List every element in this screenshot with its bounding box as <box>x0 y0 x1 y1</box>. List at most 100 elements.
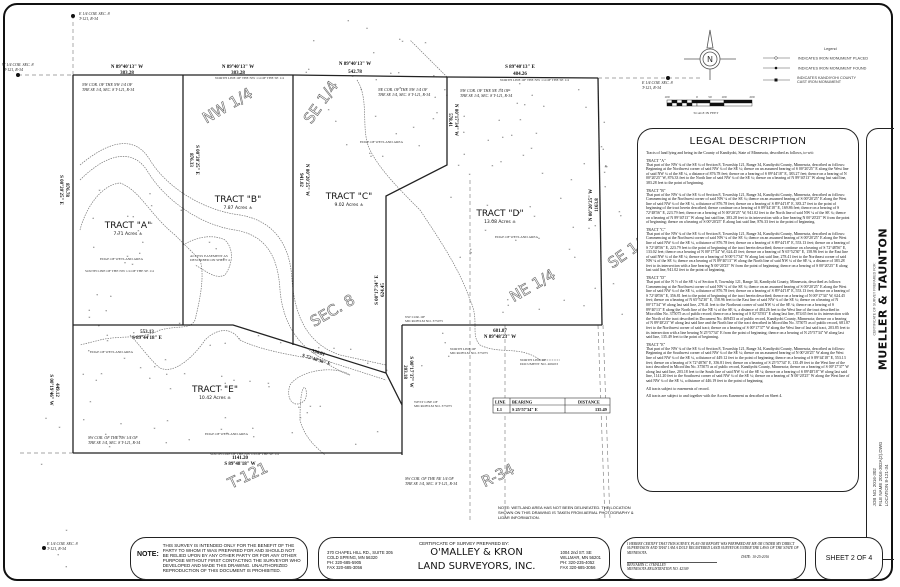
wetland-tree-symbol: * <box>402 40 404 45</box>
svg-text:SW COR. OF THE NE 1/4 OF: SW COR. OF THE NE 1/4 OF <box>405 476 454 481</box>
wetland-tree-symbol: * <box>470 251 472 256</box>
svg-text:E 1/4 COR. SEC. 8: E 1/4 COR. SEC. 8 <box>46 541 78 546</box>
svg-text:NW COR. OF THE NW 1/4 OF: NW COR. OF THE NW 1/4 OF <box>81 82 133 87</box>
svg-text:LINE: LINE <box>495 400 506 405</box>
wetland-tree-symbol: * <box>165 358 167 363</box>
svg-text:S 89°48'18" W: S 89°48'18" W <box>224 462 255 467</box>
wetland-tree-symbol: * <box>335 120 337 125</box>
wetland-tree-symbol: * <box>142 241 144 246</box>
wetland-tree-symbol: * <box>507 303 509 308</box>
office-cold-spring: 370 CHAPEL HILL RD., SUITE 305 COLD SPRI… <box>327 549 393 571</box>
wetland-tree-symbol: * <box>92 216 94 221</box>
file-name: FILE NAME 2016-302A(2).DWG <box>877 441 883 507</box>
svg-text:WEST LINE OF: WEST LINE OF <box>414 400 438 404</box>
svg-text:EDGE OF WETLAND AREA: EDGE OF WETLAND AREA <box>90 350 133 354</box>
svg-text:S 89°40'13" E: S 89°40'13" E <box>505 65 535 70</box>
wetland-tree-symbol: * <box>66 529 68 534</box>
wetland-tree-symbol: * <box>134 335 136 340</box>
wetland-tree-symbol: * <box>120 422 122 427</box>
wetland-tree-symbol: * <box>538 236 540 241</box>
wetland-tree-symbol: * <box>167 419 169 424</box>
wetland-tree-symbol: * <box>224 341 226 346</box>
wetland-tree-symbol: * <box>319 405 321 410</box>
wetland-tree-symbol: * <box>491 164 493 169</box>
wetland-tree-symbol: * <box>613 282 615 287</box>
line-tract-e-north <box>73 324 387 374</box>
scale-segment <box>676 99 683 104</box>
wetland-tree-symbol: * <box>309 405 311 410</box>
svg-text:BEARING: BEARING <box>512 400 533 405</box>
wetland-edge-b <box>182 236 232 277</box>
svg-text:N 89°40'13" W: N 89°40'13" W <box>339 62 371 67</box>
wetland-tree-symbol: * <box>399 38 401 43</box>
wetland-tree-symbol: * <box>149 192 151 197</box>
svg-text:SCALE IN FEET: SCALE IN FEET <box>694 111 720 115</box>
wetland-tree-symbol: * <box>252 427 254 432</box>
legal-tract-label: TRACT "A" <box>646 158 666 163</box>
wetland-tree-symbol: * <box>366 27 368 32</box>
wetland-tree-symbol: * <box>604 171 606 176</box>
iron-monument-found <box>16 73 20 77</box>
wetland-tree-symbol: * <box>132 262 134 267</box>
wetland-tree-symbol: * <box>434 96 436 101</box>
wetland-tree-symbol: * <box>59 425 61 430</box>
wetland-tree-symbol: * <box>518 284 520 289</box>
wetland-tree-symbol: * <box>578 88 580 93</box>
svg-text:135.49: 135.49 <box>595 407 607 412</box>
wetland-tree-symbol: * <box>572 225 574 230</box>
wetland-tree-symbol: * <box>524 103 526 108</box>
wetland-tree-symbol: * <box>621 312 623 317</box>
location: LOCATION 8-121-34 <box>883 464 889 507</box>
note-box: NOTE: THIS SURVEY IS INTENDED ONLY FOR T… <box>130 537 308 580</box>
wetland-tree-symbol: * <box>267 382 269 387</box>
wetland-tree-symbol: * <box>538 308 540 313</box>
wetland-tree-symbol: * <box>330 90 332 95</box>
svg-text:NE 1/4: NE 1/4 <box>507 265 559 305</box>
svg-text:E 1/4 COR. SEC. 8: E 1/4 COR. SEC. 8 <box>78 11 110 16</box>
line-tract-c-east <box>385 77 448 373</box>
wetland-tree-symbol: * <box>516 101 518 106</box>
svg-text:DESCRIBED ON SHEET 4: DESCRIBED ON SHEET 4 <box>190 258 230 262</box>
wetland-tree-symbol: * <box>268 385 270 390</box>
wetland-tree-symbol: * <box>65 565 67 570</box>
wetland-tree-symbol: * <box>99 188 101 193</box>
wetland-tree-symbol: * <box>170 387 172 392</box>
svg-text:T-121, R-34: T-121, R-34 <box>642 85 661 91</box>
wetland-tree-symbol: * <box>101 372 103 377</box>
svg-text:ACCESS EASEMENT AS: ACCESS EASEMENT AS <box>190 254 228 258</box>
wetland-tree-symbol: * <box>165 441 167 446</box>
wetland-tree-symbol: * <box>350 348 352 353</box>
tract-c-label: TRACT "C" <box>325 192 373 202</box>
wetland-tree-symbol: * <box>485 229 487 234</box>
wetland-tree-symbol: * <box>221 374 223 379</box>
job-number: JOB NO. 2016-302 <box>871 468 877 507</box>
wetland-tree-symbol: * <box>223 257 225 262</box>
legal-tract-text: That part of the NW ¼ of the SE ¼ of Sec… <box>646 346 850 383</box>
svg-text:10.42 Acres ±: 10.42 Acres ± <box>199 395 231 401</box>
svg-text:N 89°48'23" W: N 89°48'23" W <box>484 335 516 340</box>
wetland-tree-symbol: * <box>88 308 90 313</box>
wetland-tree-symbol: * <box>154 427 156 432</box>
wetland-tree-symbol: * <box>487 138 489 143</box>
svg-text:9.02 Acres ±: 9.02 Acres ± <box>335 202 364 208</box>
wetland-tree-symbol: * <box>588 227 590 232</box>
wetland-tree-symbol: * <box>606 165 608 170</box>
wetland-tree-symbol: * <box>583 162 585 167</box>
legal-tract-text: That part of the NW ¼ of the SE ¼ of Sec… <box>646 162 849 185</box>
wetland-tree-symbol: * <box>442 332 444 337</box>
wetland-tree-symbol: * <box>124 261 126 266</box>
svg-text:SOUTH LINE OF THE NW 1/4 OF TH: SOUTH LINE OF THE NW 1/4 OF THE SE 1/4 <box>210 452 279 456</box>
wetland-tree-symbol: * <box>220 388 222 393</box>
wetland-tree-symbol: * <box>585 106 587 111</box>
svg-text:N 00°20'25" W: N 00°20'25" W <box>304 164 309 196</box>
wetland-tree-symbol: * <box>636 247 638 252</box>
wetland-tree-symbol: * <box>107 339 109 344</box>
wetland-tree-symbol: * <box>41 463 43 468</box>
wetland-tree-symbol: * <box>492 219 494 224</box>
wetland-tree-symbol: * <box>531 147 533 152</box>
svg-text:S 00°17'37" W: S 00°17'37" W <box>408 356 413 387</box>
access-easement-path <box>79 143 387 366</box>
svg-text:S 25°57'34" E: S 25°57'34" E <box>512 407 538 412</box>
wetland-tree-symbol: * <box>318 346 320 351</box>
